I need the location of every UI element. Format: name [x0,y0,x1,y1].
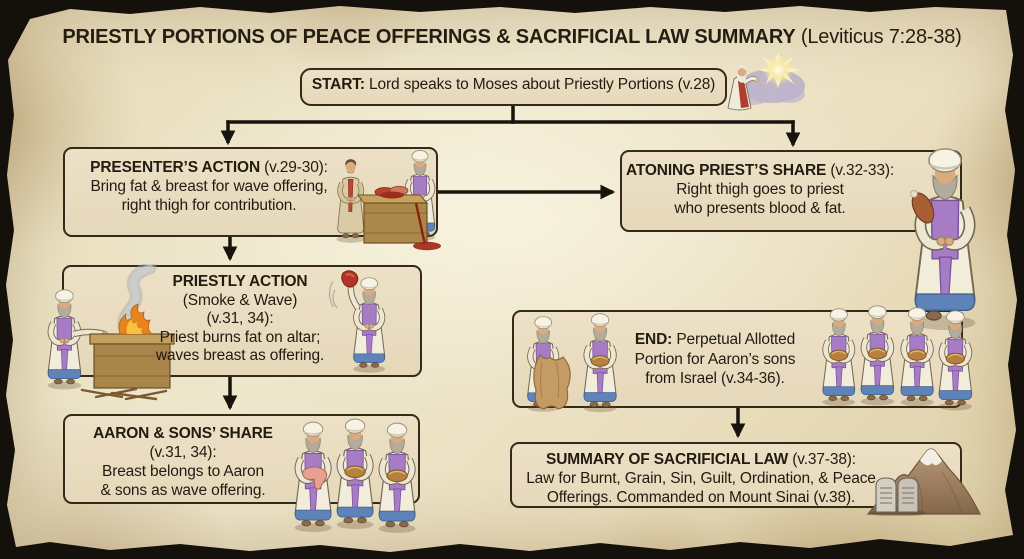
start-text: START: Lord speaks to Moses about Priest… [311,76,716,93]
aaron-text: AARON & SONS’ SHARE (v.31, 34): Breast b… [93,425,273,499]
end-text: END: Perpetual Allotted Portion for Aaro… [634,331,796,387]
atoning-text: ATONING PRIEST’S SHARE (v.32-33): Right … [625,162,895,217]
node-start [300,68,727,106]
node-atoning-priests-share [620,150,962,232]
presenter-text: PRESENTER’S ACTION (v.29-30): Bring fat … [90,159,328,214]
priestly-text: PRIESTLY ACTION (Smoke & Wave) (v.31, 34… [155,273,325,364]
page-title: PRIESTLY PORTIONS OF PEACE OFFERINGS & S… [62,26,962,48]
summary-text: SUMMARY OF SACRIFICIAL LAW (v.37-38): La… [526,451,876,506]
